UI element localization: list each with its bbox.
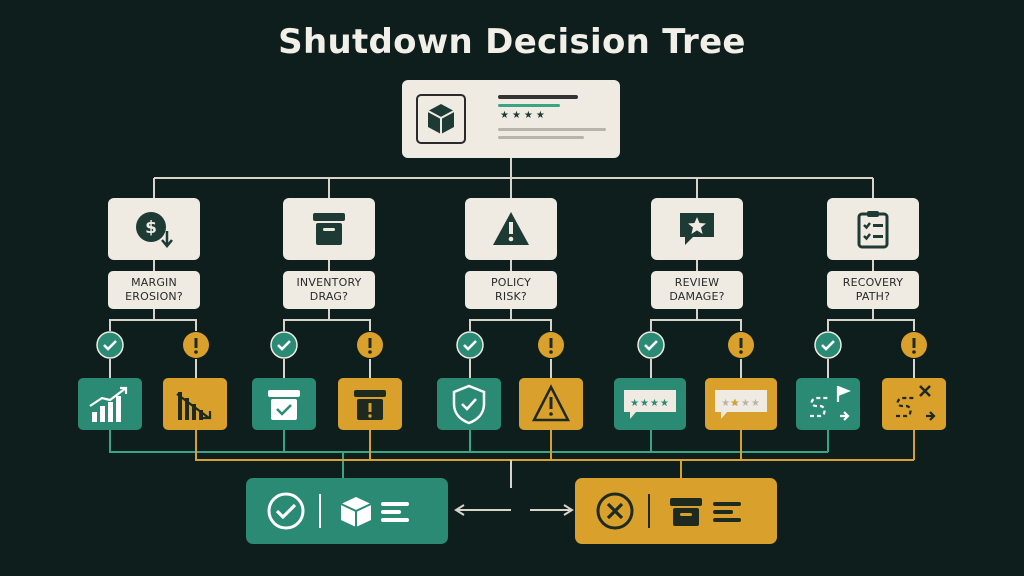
- review-star-icon: [680, 213, 714, 245]
- outcome-no-path: [882, 378, 946, 430]
- outcome-growth: [78, 378, 142, 430]
- branch-label-inventory: INVENTORY DRAG?: [283, 271, 375, 309]
- svg-text:★★★★: ★★★★: [630, 398, 670, 409]
- product-card: ★★★★: [402, 80, 620, 158]
- outcome-bad-reviews: ★★★★ ★: [705, 378, 777, 430]
- alert-badge-icon: [728, 332, 754, 358]
- outcome-decline: [163, 378, 227, 430]
- final-shutdown-panel: [575, 478, 777, 544]
- dollar-down-icon: $: [136, 212, 173, 248]
- bin-icon: [313, 213, 345, 245]
- package-icon: [416, 94, 466, 144]
- alert-badge-icon: [901, 332, 927, 358]
- warning-icon: [493, 212, 529, 245]
- branch-label-policy: POLICY RISK?: [465, 271, 557, 309]
- margin-icon-card: $: [108, 198, 200, 260]
- svg-text:★★★★: ★★★★: [721, 398, 761, 409]
- branch-label-recovery: RECOVERY PATH?: [827, 271, 919, 309]
- outcome-warning: [519, 378, 583, 430]
- check-badge-icon: [96, 331, 124, 359]
- bin-icon: [268, 390, 300, 420]
- warning-icon: [531, 384, 571, 422]
- outcome-shield: [437, 378, 501, 430]
- alert-badge-icon: [538, 332, 564, 358]
- branch-label-review: REVIEW DAMAGE?: [651, 271, 743, 309]
- outcome-recovery-path: [796, 378, 860, 430]
- policy-icon-card: [465, 198, 557, 260]
- check-badge-icon: [637, 331, 665, 359]
- bar-chart-down-icon: [176, 392, 212, 420]
- product-text-lines: [498, 95, 606, 139]
- clipboard-checklist-icon: [857, 211, 889, 249]
- outcome-bin-alert: [338, 378, 402, 430]
- check-badge-icon: [814, 331, 842, 359]
- outcome-good-reviews: ★★★★: [614, 378, 686, 430]
- branch-label-margin: MARGIN EROSION?: [108, 271, 200, 309]
- check-badge-icon: [456, 331, 484, 359]
- bar-chart-up-icon: [89, 386, 128, 422]
- route-flag-icon: [810, 385, 851, 421]
- alert-badge-icon: [357, 332, 383, 358]
- inventory-icon-card: [283, 198, 375, 260]
- bin-alert-icon: [354, 390, 386, 420]
- page-title: Shutdown Decision Tree: [278, 22, 746, 62]
- review-bubble-icon: ★★★★ ★: [715, 390, 767, 419]
- outcome-bin-ok: [252, 378, 316, 430]
- check-circle-icon: [267, 492, 409, 530]
- svg-text:★: ★: [730, 398, 739, 409]
- recovery-icon-card: [827, 198, 919, 260]
- alert-badge-icon: [183, 332, 209, 358]
- shield-check-icon: [452, 384, 486, 425]
- rating-stars: ★★★★: [500, 110, 548, 121]
- svg-text:$: $: [145, 218, 157, 238]
- check-badge-icon: [270, 331, 298, 359]
- x-circle-icon: [596, 492, 741, 530]
- route-x-icon: [896, 385, 936, 421]
- review-icon-card: [651, 198, 743, 260]
- review-bubble-icon: ★★★★: [624, 390, 676, 419]
- final-keep-panel: [246, 478, 448, 544]
